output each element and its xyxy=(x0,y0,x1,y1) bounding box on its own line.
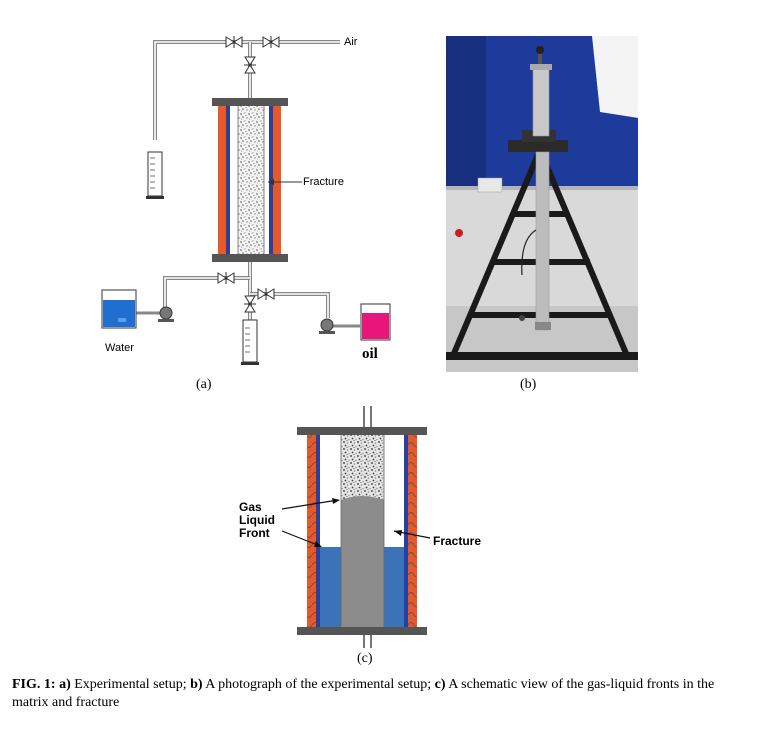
caption-fig-number: FIG. 1: xyxy=(12,677,56,692)
valve-icon xyxy=(244,295,256,313)
caption-key-c: c) xyxy=(434,677,446,692)
panel-c-sublabel: (c) xyxy=(357,651,373,666)
air-label: Air xyxy=(344,36,358,48)
graduated-cylinder-icon xyxy=(241,319,259,365)
graduated-cylinder-icon xyxy=(146,151,164,199)
valve-icon xyxy=(225,36,243,48)
water-label: Water xyxy=(105,342,134,354)
caption-text-b: A photograph of the experimental setup; xyxy=(202,677,435,692)
front-label: Front xyxy=(239,526,270,540)
panel-b-sublabel: (b) xyxy=(520,377,537,392)
caption-text-a: Experimental setup; xyxy=(70,677,191,692)
pump-icon xyxy=(319,318,335,334)
valve-icon xyxy=(257,288,275,300)
figure-caption: FIG. 1: a) Experimental setup; b) A phot… xyxy=(12,676,752,712)
oil-label: oil xyxy=(362,346,378,362)
panel-a-sublabel: (a) xyxy=(196,377,212,392)
liquid-label: Liquid xyxy=(239,513,275,527)
caption-text-c: A schematic view of the gas-liquid front… xyxy=(12,677,715,710)
water-tank-icon xyxy=(101,289,137,329)
core-column xyxy=(212,98,288,262)
valve-icon xyxy=(244,56,256,74)
valve-icon xyxy=(217,272,235,284)
valve-icon xyxy=(262,36,280,48)
pump-icon xyxy=(158,306,174,322)
gas-label: Gas xyxy=(239,500,262,514)
caption-key-b: b) xyxy=(190,677,203,692)
panel-c-schematic xyxy=(281,406,431,648)
caption-key-a: a) xyxy=(59,677,71,692)
fracture-label-c: Fracture xyxy=(433,534,482,548)
oil-tank-icon xyxy=(360,303,391,341)
fracture-label: Fracture xyxy=(303,176,344,188)
setup-photograph xyxy=(446,36,638,372)
